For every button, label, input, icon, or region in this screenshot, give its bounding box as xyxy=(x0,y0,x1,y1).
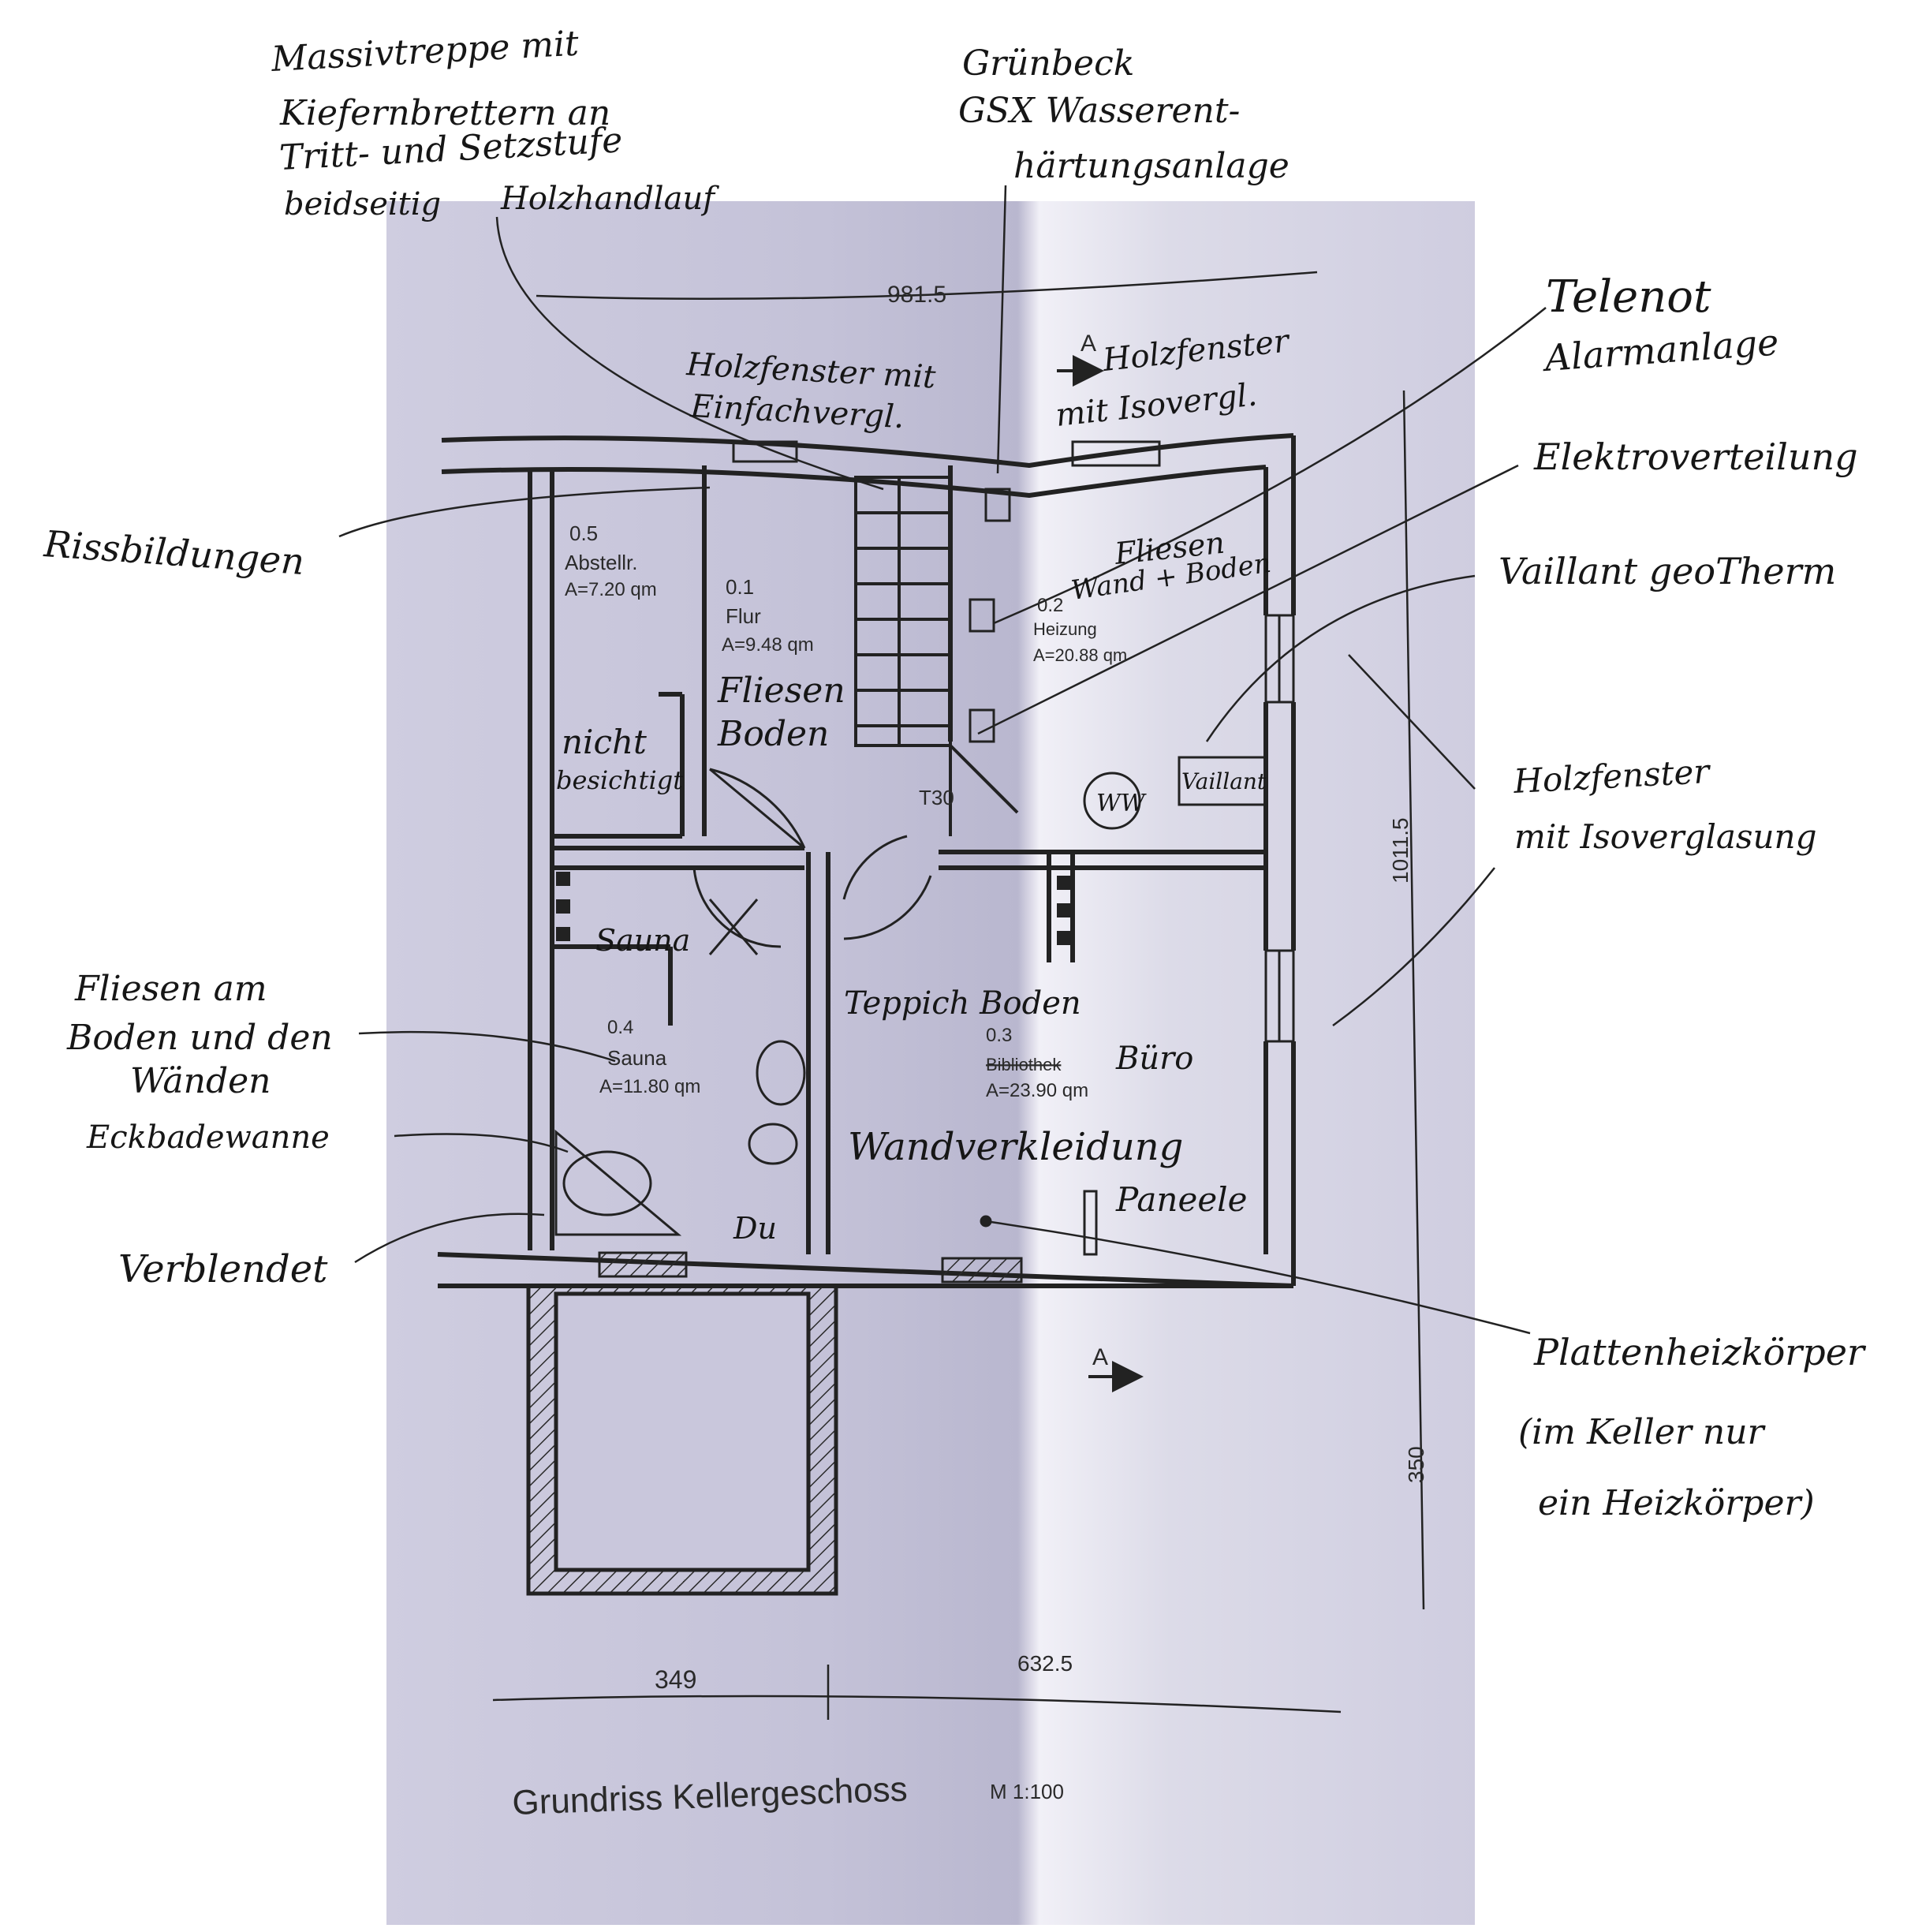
room-0-1-area: A=9.48 qm xyxy=(722,634,814,656)
annot-buero: Büro xyxy=(1115,1041,1193,1077)
annot-dusche: Du xyxy=(733,1211,777,1246)
annot-gruenbeck-1: Grünbeck xyxy=(962,43,1134,84)
annot-plattenheizkoerper-3: ein Heizkörper) xyxy=(1538,1483,1815,1523)
windows xyxy=(732,440,1295,1043)
annot-vaillant: Vaillant geoTherm xyxy=(1499,550,1836,592)
annot-sauna: Sauna xyxy=(595,923,690,958)
annot-gruenbeck-2: GSX Wasserent- xyxy=(958,91,1240,131)
annot-holzfenster-right-2: mit Isoverglasung xyxy=(1514,817,1816,856)
annot-elektro: Elektroverteilung xyxy=(1533,435,1858,478)
dim-bottom-left: 349 xyxy=(655,1665,696,1694)
annot-plattenheizkoerper-1: Plattenheizkörper xyxy=(1533,1331,1867,1373)
annot-stairs-1: Massivtreppe mit xyxy=(270,24,580,80)
annot-fliesen-flur-2: Boden xyxy=(717,714,829,754)
room-0-3-name: Bibliothek xyxy=(986,1055,1062,1074)
room-0-2-area: A=20.88 qm xyxy=(1033,645,1127,665)
room-0-2-name: Heizung xyxy=(1033,619,1097,639)
annot-telenot-1: Telenot xyxy=(1546,271,1711,323)
room-0-5-number: 0.5 xyxy=(569,521,598,545)
annot-rissbildungen: Rissbildungen xyxy=(42,522,305,583)
room-0-5-area: A=7.20 qm xyxy=(565,579,657,600)
room-0-5-name: Abstellr. xyxy=(565,551,638,574)
room-0-4-area: A=11.80 qm xyxy=(599,1076,700,1097)
annot-fliesen-sauna-3: Wänden xyxy=(130,1061,271,1101)
room-0-4-name: Sauna xyxy=(607,1046,667,1070)
annot-besichtigt: besichtigt xyxy=(556,765,683,795)
room-0-4-number: 0.4 xyxy=(607,1017,633,1038)
annot-holzfenster-right-1: Holzfenster xyxy=(1512,752,1712,801)
dim-right-extension: 350 xyxy=(1404,1446,1428,1483)
plan-title: Grundriss Kellergeschoss xyxy=(512,1770,909,1822)
annot-gruenbeck-3: härtungsanlage xyxy=(1013,146,1290,186)
annot-stairs-2: Kiefernbrettern an xyxy=(279,93,610,133)
walls xyxy=(437,433,1296,1288)
annot-fliesen-sauna-1: Fliesen am xyxy=(74,969,267,1009)
room-0-3-area: A=23.90 qm xyxy=(986,1080,1088,1101)
dimension-lines xyxy=(492,271,1425,1720)
annot-teppich: Teppich Boden xyxy=(844,985,1081,1022)
annot-eckbadewanne: Eckbadewanne xyxy=(86,1119,330,1156)
annot-stairs-4: beidseitig xyxy=(284,186,441,222)
annot-fliesen-flur-1: Fliesen xyxy=(717,671,845,711)
door-rating: T30 xyxy=(919,786,954,809)
annot-stairs-5: Holzhandlauf xyxy=(500,181,719,217)
sauna-vents xyxy=(556,872,1071,945)
dim-top: 981.5 xyxy=(887,282,946,308)
annot-telenot-2: Alarmanlage xyxy=(1540,320,1780,379)
annot-vaillant-unit: Vaillant xyxy=(1181,768,1267,794)
section-arrows xyxy=(1057,355,1144,1392)
annot-holzfenster-iso-2: mit Isovergl. xyxy=(1054,376,1259,434)
room-0-1-name: Flur xyxy=(726,604,761,628)
room-0-3-number: 0.3 xyxy=(986,1025,1012,1046)
doors xyxy=(692,768,932,955)
room-0-2-number: 0.2 xyxy=(1037,595,1063,616)
annot-plattenheizkoerper-2: (im Keller nur xyxy=(1518,1412,1767,1452)
annot-holzfenster-iso-1: Holzfenster xyxy=(1100,323,1293,379)
section-marker-top: A xyxy=(1081,331,1096,357)
leader-lines xyxy=(338,185,1547,1335)
annot-holzfenster-einfach-1: Holzfenster mit xyxy=(685,346,937,396)
annot-ww: WW xyxy=(1096,790,1147,817)
annot-nicht: nicht xyxy=(562,723,647,761)
fixtures xyxy=(554,488,1267,1256)
dim-bottom-total: 632.5 xyxy=(1017,1651,1073,1676)
section-marker-bottom: A xyxy=(1092,1344,1108,1370)
room-0-1-number: 0.1 xyxy=(726,575,754,599)
handwritten-annotations: Massivtreppe mit Kiefernbrettern an Trit… xyxy=(42,24,1867,1523)
annot-fliesen-sauna-2: Boden und den xyxy=(66,1018,333,1058)
dim-right-main: 1011.5 xyxy=(1388,817,1413,884)
annot-paneele: Paneele xyxy=(1115,1180,1247,1219)
staircase xyxy=(854,476,1019,836)
plan-scale: M 1:100 xyxy=(990,1780,1064,1803)
hatched-walls xyxy=(526,1251,1023,1596)
annot-verblendet: Verblendet xyxy=(118,1247,328,1291)
annot-wandverkleidung: Wandverkleidung xyxy=(848,1125,1183,1169)
